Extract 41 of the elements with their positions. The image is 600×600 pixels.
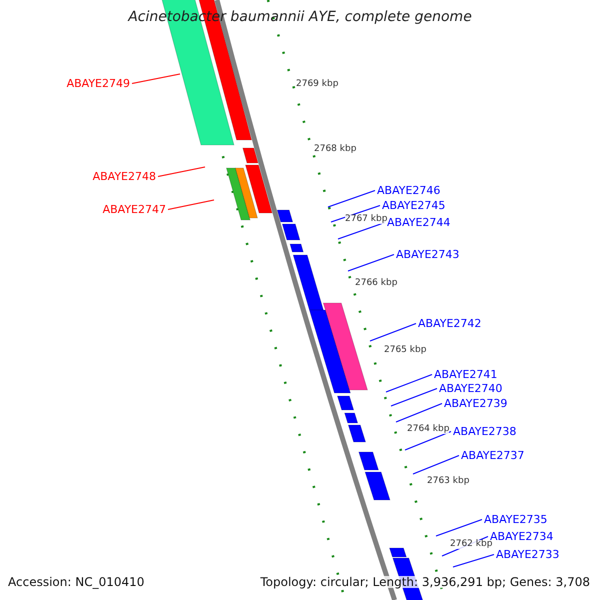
leader-line xyxy=(168,200,214,210)
gene-label: ABAYE2747 xyxy=(102,204,166,215)
scale-label: 2762 kbp xyxy=(450,540,492,549)
leader-line xyxy=(452,554,494,568)
scale-label: 2768 kbp xyxy=(314,145,356,154)
footer-text: Accession: NC_010410 xyxy=(8,576,144,588)
scale-label: 2763 kbp xyxy=(427,477,470,486)
leader-line xyxy=(330,205,380,222)
scale-label: 2766 kbp xyxy=(355,279,398,288)
footer-text: Topology: circular; Length: 3,936,291 bp; Genes: 3,708 xyxy=(260,576,590,588)
leader-line xyxy=(386,374,432,392)
gene-label: ABAYE2746 xyxy=(377,185,440,196)
leader-line xyxy=(328,190,376,208)
scale-label: 2769 kbp xyxy=(296,80,338,89)
leader-line xyxy=(348,254,394,272)
leader-line xyxy=(370,323,416,342)
gene-label: ABAYE2740 xyxy=(439,383,502,394)
gene-label: ABAYE2743 xyxy=(396,249,460,260)
scale-label: 2765 kbp xyxy=(384,346,426,355)
title: Acinetobacter baumannii AYE, complete genome xyxy=(126,10,473,24)
leader-line xyxy=(158,166,206,177)
scale-label: 2767 kbp xyxy=(345,215,388,224)
gene-label: ABAYE2741 xyxy=(434,369,498,380)
leader-line xyxy=(390,388,438,406)
gene-label: ABAYE2742 xyxy=(418,318,482,329)
gene-label: ABAYE2744 xyxy=(387,217,450,228)
gene-label: ABAYE2733 xyxy=(496,549,560,560)
gene-label: ABAYE2737 xyxy=(461,450,524,461)
scale-label: 2764 kbp xyxy=(407,425,450,434)
gene-label: ABAYE2748 xyxy=(92,171,156,182)
gene-label: ABAYE2738 xyxy=(453,426,516,437)
gene-label: ABAYE2745 xyxy=(382,200,446,211)
gene-label: ABAYE2734 xyxy=(490,531,554,542)
leader-line xyxy=(436,519,482,536)
gene-label: ABAYE2749 xyxy=(66,78,130,89)
leader-line xyxy=(412,455,460,474)
gene-label: ABAYE2739 xyxy=(444,398,508,409)
gene-label: ABAYE2735 xyxy=(484,514,548,525)
leader-line xyxy=(132,74,180,84)
leader-line xyxy=(396,403,442,422)
leader-line xyxy=(404,431,452,450)
